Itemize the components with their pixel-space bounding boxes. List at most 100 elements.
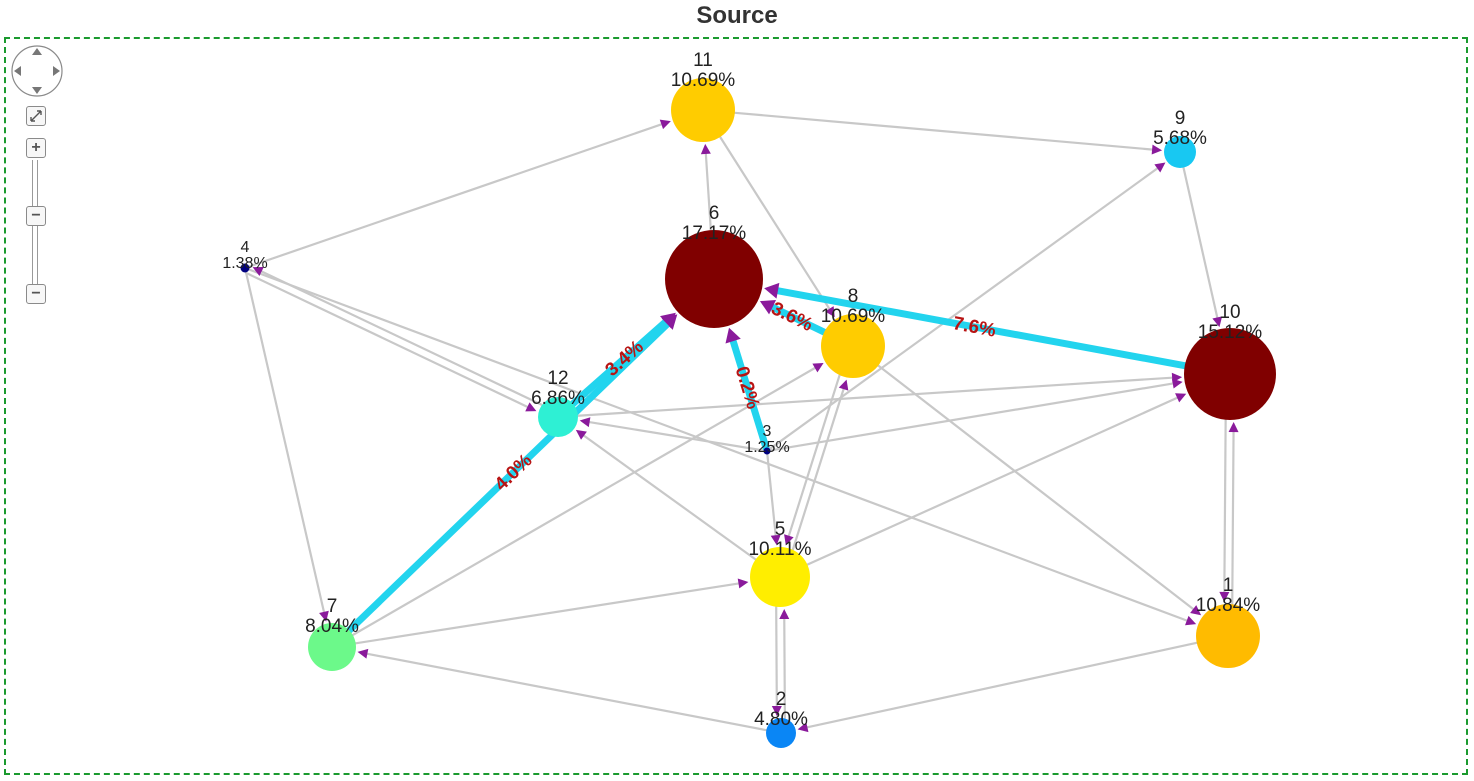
pan-control[interactable] — [10, 44, 64, 98]
pan-arrows-icon[interactable] — [11, 45, 63, 97]
node-name-label: 5 — [775, 519, 786, 540]
page-title: Source — [696, 2, 778, 29]
node-value-label: 4.80% — [754, 709, 808, 730]
arrowhead-9-10 — [1212, 316, 1223, 328]
label-layer: 7.6%3.6%0.2%3.4%4.0%110.84%24.80%31.25%4… — [222, 50, 1262, 730]
edge-3-5[interactable] — [766, 453, 777, 539]
node-4[interactable] — [240, 263, 250, 273]
edge-4-7[interactable] — [244, 271, 326, 615]
edge-11-8[interactable] — [719, 135, 832, 312]
fit-expand-icon[interactable] — [26, 106, 46, 126]
node-2[interactable] — [766, 718, 796, 748]
arrowhead-4-11 — [659, 119, 671, 130]
node-12[interactable] — [538, 397, 578, 437]
edge-6-11[interactable] — [704, 150, 712, 232]
node-name-label: 1 — [1223, 575, 1234, 596]
edge-5-2[interactable] — [775, 605, 778, 710]
node-name-label: 8 — [848, 286, 859, 307]
edge-12-10[interactable] — [576, 376, 1176, 417]
arrowhead-7-6 — [661, 314, 678, 330]
node-name-label: 2 — [776, 689, 787, 710]
arrowhead-3-6 — [725, 327, 741, 344]
edge-7-8[interactable] — [351, 365, 818, 637]
edge-4-11[interactable] — [248, 122, 665, 268]
node-value-label: 6.86% — [531, 388, 585, 409]
node-value-label: 17.17% — [682, 223, 747, 244]
arrowhead-5-2 — [771, 705, 782, 717]
zoom-out-button[interactable]: − — [26, 284, 46, 304]
node-value-label: 10.11% — [748, 539, 811, 560]
edge-8-1[interactable] — [877, 364, 1196, 612]
zoom-slider-handle[interactable]: − — [26, 206, 46, 226]
edge-12-4[interactable] — [258, 269, 543, 406]
arrowhead-7-8 — [812, 363, 824, 373]
node-name-label: 12 — [547, 368, 568, 389]
edge-label-8-6: 3.6% — [768, 298, 816, 336]
arrowhead-3-12 — [579, 417, 591, 428]
edge-4-12[interactable] — [246, 272, 531, 409]
edge-5-10[interactable] — [806, 395, 1181, 566]
arrowhead-6-11 — [700, 143, 711, 155]
node-7[interactable] — [308, 623, 356, 671]
arrowhead-10-6 — [764, 282, 780, 299]
edge-10-1[interactable] — [1223, 418, 1227, 596]
node-name-label: 6 — [709, 203, 720, 224]
node-name-label: 11 — [693, 50, 713, 71]
node-value-label: 5.68% — [1153, 128, 1207, 149]
edge-9-10[interactable] — [1182, 166, 1219, 321]
node-value-label: 8.04% — [305, 616, 359, 637]
node-10[interactable] — [1184, 328, 1276, 420]
node-3[interactable] — [763, 447, 771, 455]
edge-10-6[interactable] — [768, 286, 1189, 370]
edge-8-6[interactable] — [763, 301, 828, 336]
node-5[interactable] — [750, 547, 810, 607]
arrowhead-8-5 — [784, 534, 794, 546]
edge-2-5[interactable] — [783, 615, 787, 720]
arrowhead-2-5 — [779, 608, 790, 620]
node-layer — [240, 78, 1276, 748]
edge-3-6[interactable] — [727, 331, 770, 452]
edge-3-12[interactable] — [586, 420, 765, 452]
node-9[interactable] — [1164, 136, 1196, 168]
arrowhead-3-5 — [770, 534, 781, 546]
node-1[interactable] — [1196, 604, 1260, 668]
edge-5-12[interactable] — [581, 433, 757, 561]
arrowhead-1-10 — [1228, 422, 1239, 433]
edge-3-9[interactable] — [768, 166, 1161, 451]
node-11[interactable] — [671, 78, 735, 142]
node-name-label: 3 — [763, 423, 772, 440]
edge-2-7[interactable] — [364, 652, 768, 732]
edge-4-1[interactable] — [248, 268, 1190, 623]
edge-11-9[interactable] — [733, 111, 1156, 151]
node-name-label: 4 — [241, 239, 250, 256]
arrowhead-8-6 — [759, 300, 777, 315]
node-value-label: 1.38% — [222, 255, 267, 272]
arrowhead-2-7 — [357, 648, 369, 659]
edge-label-10-6: 7.6% — [951, 313, 997, 342]
node-value-label: 1.25% — [744, 439, 789, 456]
graph-frame — [4, 37, 1468, 775]
node-value-label: 15.12% — [1198, 322, 1263, 343]
arrowhead-7-5 — [737, 578, 749, 589]
node-8[interactable] — [821, 314, 885, 378]
plus-icon: + — [31, 139, 41, 156]
edge-1-2[interactable] — [804, 641, 1198, 729]
edge-7-5[interactable] — [354, 582, 742, 645]
edge-5-8[interactable] — [791, 386, 846, 551]
arrowhead-11-8 — [825, 306, 835, 318]
edge-1-10[interactable] — [1231, 428, 1235, 606]
node-name-label: 10 — [1219, 302, 1240, 323]
edge-7-6[interactable] — [345, 316, 676, 634]
node-value-label: 10.84% — [1196, 595, 1261, 616]
zoom-in-button[interactable]: + — [26, 138, 46, 158]
arrowhead-1-2 — [797, 722, 809, 733]
node-value-label: 10.69% — [671, 70, 736, 91]
minus-icon: − — [31, 207, 41, 224]
arrowhead-8-1 — [1190, 605, 1202, 616]
edge-3-10[interactable] — [769, 382, 1176, 452]
edge-8-5[interactable] — [787, 374, 841, 539]
node-6[interactable] — [665, 230, 763, 328]
node-name-label: 9 — [1175, 108, 1186, 129]
arrowhead-12-10 — [1171, 372, 1183, 383]
